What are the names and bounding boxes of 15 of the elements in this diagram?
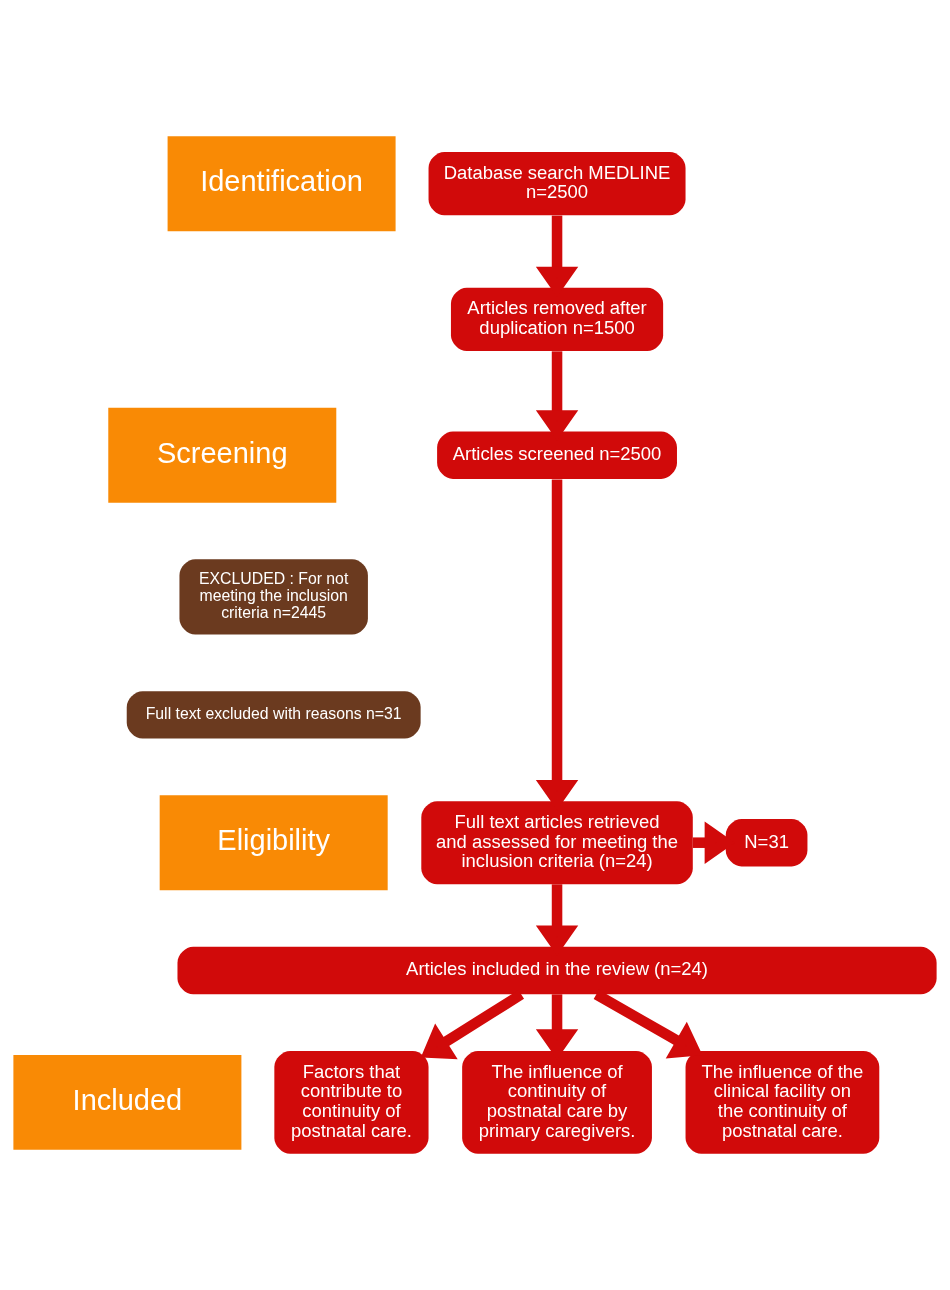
node-box: Database search MEDLINE n=2500 [428, 152, 686, 216]
node-box: N=31 [725, 818, 808, 867]
node-box: Factors that contribute to continuity of postnatal care. [274, 1050, 429, 1154]
node-box: The influence of the clinical facility on the continuity of postnatal care. [685, 1050, 880, 1154]
node-box: Screening [108, 407, 337, 503]
node-box: Eligibility [159, 795, 388, 891]
node-box: Articles removed after duplication n=1500 [450, 287, 664, 352]
node-box: Full text excluded with reasons n=31 [126, 691, 421, 739]
node-box: Articles screened n=2500 [437, 431, 677, 479]
node-box: EXCLUDED : For not meeting the inclusion criteria n=2445 [179, 559, 368, 635]
node-box: Included [13, 1054, 242, 1150]
node-box: Full text articles retrieved and assessed for meeting the inclusion criteria (n=24) [421, 801, 693, 885]
node-box: Articles included in the review (n=24) [177, 946, 937, 995]
node-box: The influence of continuity of postnatal care by primary caregivers. [462, 1050, 652, 1154]
node-box: Identification [167, 136, 396, 232]
